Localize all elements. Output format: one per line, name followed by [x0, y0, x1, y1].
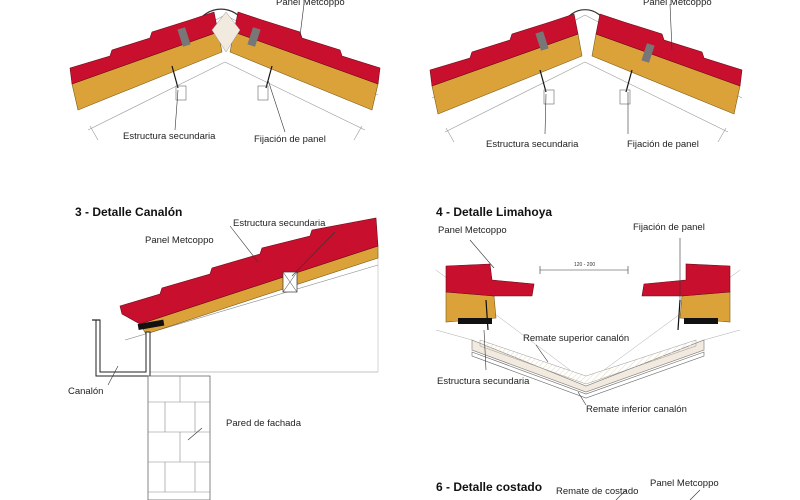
detail3-label-wall: Pared de fachada: [226, 418, 302, 429]
seal-right: [641, 43, 655, 63]
seal-left: [535, 31, 549, 51]
detail4-label-structure: Estructura secundaria: [437, 376, 530, 387]
eave-trim: [137, 319, 165, 331]
fixing-left: [171, 65, 179, 89]
detail4-title: 4 - Detalle Limahoya: [436, 205, 553, 219]
fixing-right: [625, 69, 633, 93]
detail1-ridge-drawing: [69, 3, 381, 141]
detail1-label-structure: Estructura secundaria: [123, 131, 216, 142]
detail4-label-panel: Panel Metcoppo: [438, 225, 507, 236]
detail3-gutter-drawing: [92, 217, 379, 500]
eave-trim-left: [458, 318, 492, 324]
panel-core-left: [445, 291, 497, 323]
panel-red-left: [445, 263, 535, 297]
detail4-dimension: 120 - 200: [574, 262, 596, 268]
detail3-label-structure: Estructura secundaria: [233, 218, 326, 229]
detail4-label-fixing: Fijación de panel: [633, 222, 705, 233]
gutter-profile: [95, 319, 151, 377]
detail4-valley-drawing: [435, 238, 741, 406]
seal-right: [247, 27, 261, 47]
detail2-label-fixing: Fijación de panel: [627, 139, 699, 150]
panel-red-right: [641, 263, 731, 297]
detail4-label-upper-flashing: Remate superior canalón: [523, 333, 630, 344]
panel-red-right: [233, 11, 381, 85]
detail1-label-fixing: Fijación de panel: [254, 134, 326, 145]
detail2-label-structure: Estructura secundaria: [486, 139, 579, 150]
panel-red-right: [595, 13, 743, 87]
detail6-title: 6 - Detalle costado: [436, 480, 543, 494]
detail3-label-gutter: Canalón: [68, 386, 104, 397]
detail2-ridge-drawing: [429, 3, 743, 143]
detail4-label-lower-flashing: Remate inferior canalón: [586, 404, 687, 415]
eave-trim-right: [684, 318, 718, 324]
fixing-right: [265, 65, 273, 89]
panel-red: [119, 217, 379, 325]
detail1-label-panel: Panel Metcoppo: [276, 0, 345, 8]
detail6-label-side-flashing: Remate de costado: [556, 486, 639, 497]
valley-gutter: [471, 339, 705, 393]
fixing-left: [539, 69, 547, 93]
fixing-left: [485, 299, 489, 331]
upper-flashing: [479, 339, 697, 385]
detail6-side-drawing: [615, 489, 701, 500]
detail3-title: 3 - Detalle Canalón: [75, 205, 183, 219]
detail6-label-panel: Panel Metcoppo: [650, 478, 719, 489]
panel-core-right: [679, 291, 731, 323]
fixing-right: [677, 299, 681, 331]
ridge-infill: [211, 11, 241, 53]
seal-left: [177, 27, 191, 47]
lower-flashing: [471, 351, 705, 399]
detail2-label-panel: Panel Metcoppo: [643, 0, 712, 8]
detail3-label-panel: Panel Metcoppo: [145, 235, 214, 246]
facade-wall: [147, 375, 211, 500]
